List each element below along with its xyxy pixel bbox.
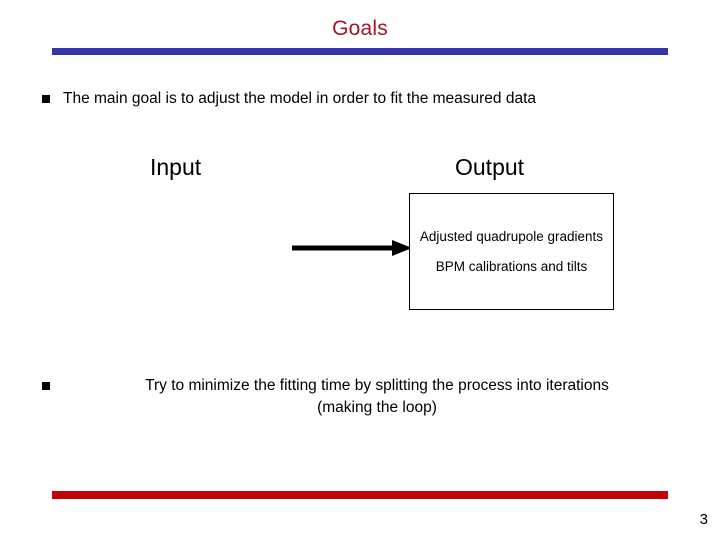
bullet-item-2-line-2: (making the loop) [317,399,437,416]
page-title: Goals [332,17,388,40]
square-bullet-icon [41,88,63,103]
bullet-item-1: The main goal is to adjust the model in … [41,88,536,110]
output-item-gradients: Adjusted quadrupole gradients [419,228,604,244]
square-bullet-icon [41,375,63,390]
footer-divider-red [52,491,668,499]
bullet-item-2-line-1: Try to minimize the fitting time by spli… [145,377,609,394]
right-arrow-icon [292,238,412,258]
input-column-heading: Input [150,154,202,180]
bullet-item-1-text: The main goal is to adjust the model in … [63,90,537,107]
title-divider-blue [52,48,668,55]
bullet-item-2-text: Try to minimize the fitting time by spli… [63,375,691,419]
output-item-bpm: BPM calibrations and tilts [435,258,588,274]
page-number: 3 [699,511,708,528]
bullet-item-2: Try to minimize the fitting time by spli… [41,375,691,419]
output-column-heading: Output [455,154,525,180]
output-box: Adjusted quadrupole gradients BPM calibr… [409,193,614,310]
